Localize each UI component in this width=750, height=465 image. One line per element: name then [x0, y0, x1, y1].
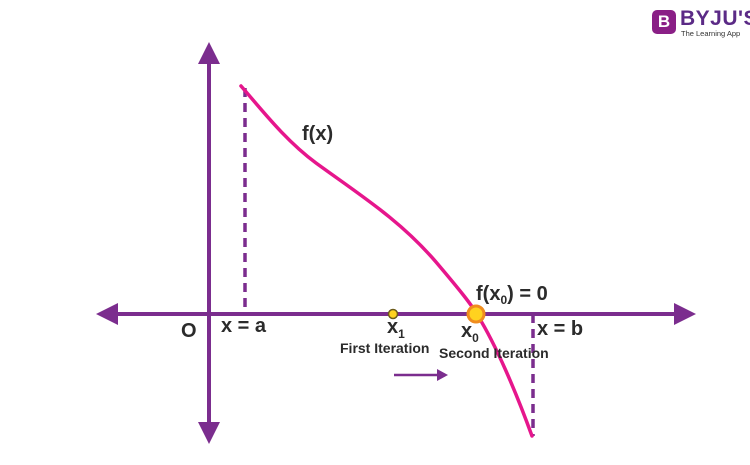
byjus-logo: B BYJU'S The Learning App — [652, 7, 750, 40]
x0-label: x0 — [461, 320, 479, 345]
y-axis — [198, 42, 220, 444]
x-axis-right-arrow — [674, 303, 696, 325]
root-label-prefix: f(x — [476, 283, 500, 305]
x1-point — [387, 308, 399, 320]
logo-badge-icon: B — [652, 10, 676, 34]
root-label-subscript: 0 — [500, 293, 507, 307]
curve-label: f(x) — [302, 123, 333, 145]
second-iteration-label: Second Iteration — [439, 345, 549, 361]
svg-text:x0: x0 — [461, 320, 479, 345]
x1-label: x1 — [387, 316, 405, 341]
root-label-suffix: ) = 0 — [507, 283, 548, 305]
first-iteration-label: First Iteration — [340, 340, 429, 356]
iteration-arrow-head — [437, 369, 448, 381]
x1-label-subscript: 1 — [398, 327, 405, 341]
x-equals-b-label: x = b — [537, 318, 583, 340]
root-label: f(x0) = 0 — [476, 283, 548, 307]
y-axis-top-arrow — [198, 42, 220, 64]
x0-label-main: x — [461, 320, 472, 342]
x-axis-left-arrow — [96, 303, 118, 325]
y-axis-bottom-arrow — [198, 422, 220, 444]
svg-text:f(x0) = 0: f(x0) = 0 — [476, 283, 548, 307]
svg-text:x1: x1 — [387, 316, 405, 341]
x1-label-main: x — [387, 316, 398, 338]
function-curve — [239, 84, 534, 438]
logo-tagline: The Learning App — [681, 29, 741, 38]
origin-label: O — [181, 320, 197, 342]
x0-label-subscript: 0 — [472, 331, 479, 345]
x-equals-a-label: x = a — [221, 315, 267, 337]
logo-name: BYJU'S — [680, 7, 750, 30]
root-point — [466, 304, 486, 324]
